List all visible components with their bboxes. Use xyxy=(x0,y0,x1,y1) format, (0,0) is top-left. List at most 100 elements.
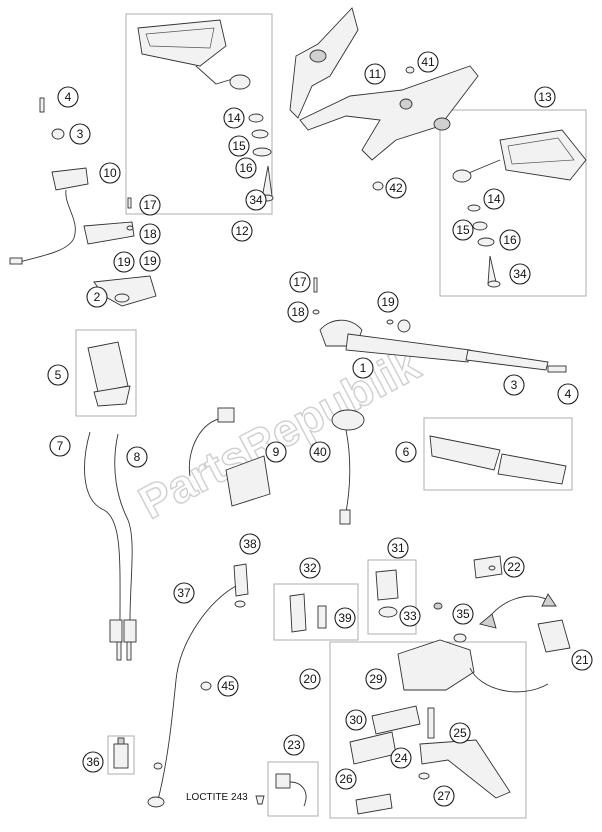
clutch-piston-kit xyxy=(289,593,327,633)
svg-text:38: 38 xyxy=(243,537,257,551)
box-clutch-assembly xyxy=(329,641,527,819)
callout-21: 21 xyxy=(571,649,593,671)
svg-text:14: 14 xyxy=(487,192,501,206)
callout-37: 37 xyxy=(173,582,195,604)
callout-2: 2 xyxy=(86,286,108,308)
callout-7: 7 xyxy=(49,435,71,457)
svg-text:31: 31 xyxy=(391,541,405,555)
svg-text:34: 34 xyxy=(249,193,263,207)
svg-text:23: 23 xyxy=(287,738,301,752)
callout-3: 3 xyxy=(69,123,91,145)
svg-text:36: 36 xyxy=(86,755,100,769)
svg-text:18: 18 xyxy=(143,227,157,241)
svg-text:42: 42 xyxy=(389,181,403,195)
reservoir-cap xyxy=(375,569,399,618)
callout-41: 41 xyxy=(417,51,439,73)
callout-34: 34 xyxy=(245,189,267,211)
clutch-master-cylinder xyxy=(349,602,511,815)
callout-45: 45 xyxy=(217,675,239,697)
box-part-31 xyxy=(367,559,417,635)
loctite-note: LOCTITE 243 xyxy=(186,792,248,803)
callout-10: 10 xyxy=(99,162,121,184)
callout-18: 18 xyxy=(287,301,309,323)
callout-17: 17 xyxy=(139,194,161,216)
svg-text:2: 2 xyxy=(94,290,101,304)
callout-16: 16 xyxy=(499,229,521,251)
loctite-bottle xyxy=(113,737,129,769)
mirror-left xyxy=(137,19,251,90)
svg-text:13: 13 xyxy=(538,90,552,104)
svg-text:15: 15 xyxy=(232,139,246,153)
box-part-23 xyxy=(267,761,319,817)
svg-text:3: 3 xyxy=(511,378,518,392)
svg-text:4: 4 xyxy=(565,387,572,401)
callout-4: 4 xyxy=(57,86,79,108)
callout-36: 36 xyxy=(82,751,104,773)
svg-text:6: 6 xyxy=(403,445,410,459)
callout-27: 27 xyxy=(433,785,455,807)
triple-clamp xyxy=(289,7,479,191)
svg-text:40: 40 xyxy=(313,445,327,459)
callout-9: 9 xyxy=(265,441,287,463)
box-grips xyxy=(423,417,573,491)
svg-text:7: 7 xyxy=(57,439,64,453)
mirror-right xyxy=(452,129,587,183)
watermark-text: PartsRepublik xyxy=(130,338,428,529)
callout-14: 14 xyxy=(223,107,245,129)
callout-19: 19 xyxy=(139,250,161,272)
callout-4: 4 xyxy=(557,383,579,405)
callout-42: 42 xyxy=(385,177,407,199)
callout-6: 6 xyxy=(395,441,417,463)
callout-30: 30 xyxy=(345,709,367,731)
svg-text:14: 14 xyxy=(227,111,241,125)
callout-15: 15 xyxy=(228,135,250,157)
master-cylinder-clamp xyxy=(469,593,571,693)
callout-19: 19 xyxy=(377,291,399,313)
callout-17: 17 xyxy=(289,271,311,293)
svg-text:32: 32 xyxy=(303,561,317,575)
box-throttle-grip xyxy=(75,329,137,417)
callout-31: 31 xyxy=(387,537,409,559)
svg-text:4: 4 xyxy=(65,90,72,104)
callout-19: 19 xyxy=(113,251,135,273)
svg-text:29: 29 xyxy=(369,672,383,686)
throttle-cables xyxy=(84,431,137,661)
svg-text:3: 3 xyxy=(77,127,84,141)
callout-3: 3 xyxy=(503,374,525,396)
svg-text:8: 8 xyxy=(134,450,141,464)
callout-26: 26 xyxy=(335,768,357,790)
callout-15: 15 xyxy=(452,219,474,241)
svg-text:37: 37 xyxy=(177,586,191,600)
svg-text:22: 22 xyxy=(507,560,521,574)
callout-38: 38 xyxy=(239,533,261,555)
svg-text:10: 10 xyxy=(103,166,117,180)
svg-text:17: 17 xyxy=(143,198,157,212)
brake-line xyxy=(147,563,249,808)
handlebar-switch xyxy=(188,407,271,507)
svg-text:21: 21 xyxy=(575,653,589,667)
callout-14: 14 xyxy=(483,188,505,210)
callout-5: 5 xyxy=(47,364,69,386)
callout-35: 35 xyxy=(452,603,474,625)
box-mirror-left xyxy=(125,13,273,215)
svg-text:16: 16 xyxy=(503,233,517,247)
box-mirror-right xyxy=(439,109,587,297)
kill-switch xyxy=(331,409,365,525)
callout-12: 12 xyxy=(231,220,253,242)
callout-33: 33 xyxy=(399,605,421,627)
callout-1: 1 xyxy=(352,357,374,379)
callout-22: 22 xyxy=(503,556,525,578)
callout-24: 24 xyxy=(390,747,412,769)
callout-40: 40 xyxy=(309,441,331,463)
loctite-drop-icon xyxy=(255,795,265,805)
throttle-grip xyxy=(87,341,131,407)
callout-20: 20 xyxy=(299,668,321,690)
svg-text:30: 30 xyxy=(349,713,363,727)
svg-text:27: 27 xyxy=(437,789,451,803)
handlebar-grips xyxy=(429,435,567,485)
brake-switch xyxy=(275,773,307,807)
svg-text:26: 26 xyxy=(339,772,353,786)
svg-text:19: 19 xyxy=(117,255,131,269)
